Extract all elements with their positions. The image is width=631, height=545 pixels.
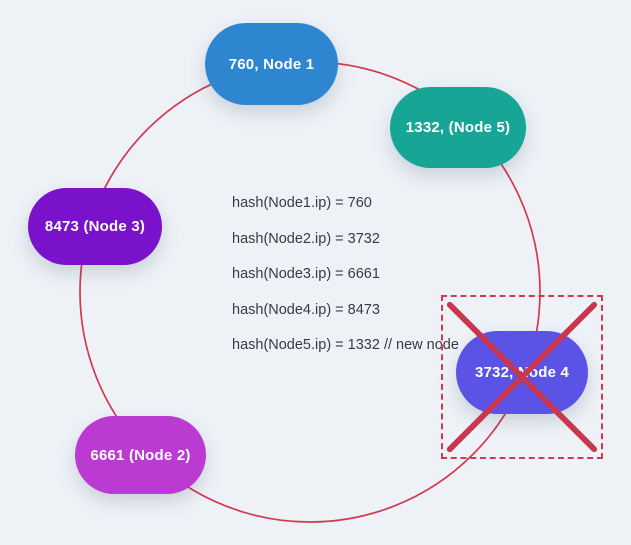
hash-equation-node3: hash(Node3.ip) = 6661: [232, 266, 380, 282]
node-pill-1-label: 760, Node 1: [228, 55, 315, 73]
node-pill-2-label: 6661 (Node 2): [90, 446, 191, 464]
hash-equation-node5: hash(Node5.ip) = 1332 // new node: [232, 337, 459, 353]
node-pill-4-label: 3732, Node 4: [474, 364, 570, 381]
removed-node-x-icon: [446, 301, 598, 453]
node-pill-3-label: 8473 (Node 3): [44, 218, 146, 235]
hash-equation-node4: hash(Node4.ip) = 8473: [232, 301, 380, 318]
removed-node-dashed-box: [441, 295, 603, 459]
hash-equation-node2: hash(Node2.ip) = 3732: [232, 230, 380, 247]
node-pill-1: 760, Node 1: [205, 23, 338, 105]
node-pill-2: 6661 (Node 2): [75, 416, 206, 494]
node-pill-4: 3732, Node 4: [456, 331, 588, 414]
hash-equation-node1: hash(Node1.ip) = 760: [232, 195, 372, 211]
node-pill-5-label: 1332, (Node 5): [405, 119, 511, 136]
hash-equations-list: hash(Node1.ip) = 760 hash(Node2.ip) = 37…: [232, 186, 459, 364]
node-pill-3: 8473 (Node 3): [28, 188, 162, 265]
node-pill-5: 1332, (Node 5): [390, 87, 526, 168]
